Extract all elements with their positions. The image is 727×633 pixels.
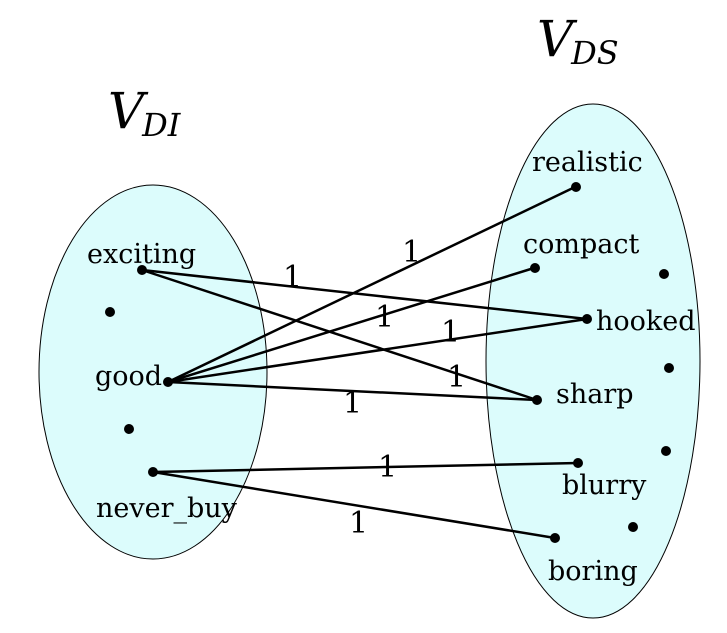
node-exciting-dot	[137, 265, 147, 275]
edge-good-realistic	[167, 185, 576, 384]
edge-neverbuy-boring	[152, 470, 556, 540]
weight-label-neverbuy-blurry: 1	[378, 450, 397, 485]
weight-label-exciting-sharp: 1	[447, 360, 466, 395]
node-blurry-label: blurry	[562, 470, 647, 501]
node-compact-label: compact	[523, 229, 639, 260]
edge-neverbuy-blurry	[152, 461, 579, 474]
node-unlabeled-dot	[659, 269, 669, 279]
node-boring-dot	[550, 533, 560, 543]
node-blurry-dot	[573, 458, 583, 468]
weight-label-good-sharp: 1	[343, 386, 362, 421]
node-exciting-label: exciting	[87, 239, 196, 270]
node-boring-label: boring	[548, 556, 638, 587]
node-never-buy-dot	[148, 467, 158, 477]
node-never-buy-label: never_buy	[96, 493, 238, 524]
edge-exciting-sharp	[141, 268, 538, 402]
edge-good-sharp	[167, 380, 538, 402]
weight-label-good-realistic: 1	[402, 235, 421, 270]
node-unlabeled-dot	[661, 446, 671, 456]
edge-good-hooked	[167, 317, 588, 384]
weight-label-neverbuy-boring: 1	[349, 506, 368, 541]
weight-label-good-hooked: 1	[441, 315, 460, 350]
node-good-label: good	[95, 361, 162, 392]
node-sharp-dot	[532, 395, 542, 405]
edge-exciting-hooked	[141, 268, 588, 321]
node-unlabeled-dot	[628, 522, 638, 532]
node-realistic-label: realistic	[532, 147, 643, 178]
node-realistic-dot	[571, 182, 581, 192]
edge-good-compact	[167, 266, 535, 384]
set-vds-ellipse	[485, 103, 701, 619]
node-compact-dot	[530, 263, 540, 273]
weight-label-good-compact: 1	[375, 300, 394, 335]
node-unlabeled-dot	[664, 363, 674, 373]
node-sharp-label: sharp	[556, 379, 634, 410]
node-unlabeled-dot	[105, 307, 115, 317]
set-vds-title: VDS	[537, 10, 619, 72]
node-unlabeled-dot	[124, 424, 134, 434]
node-hooked-dot	[582, 314, 592, 324]
node-good-dot	[163, 377, 173, 387]
set-vdi-title: VDI	[108, 82, 182, 144]
weight-label-exciting-hooked: 1	[283, 260, 302, 295]
node-hooked-label: hooked	[596, 306, 696, 337]
